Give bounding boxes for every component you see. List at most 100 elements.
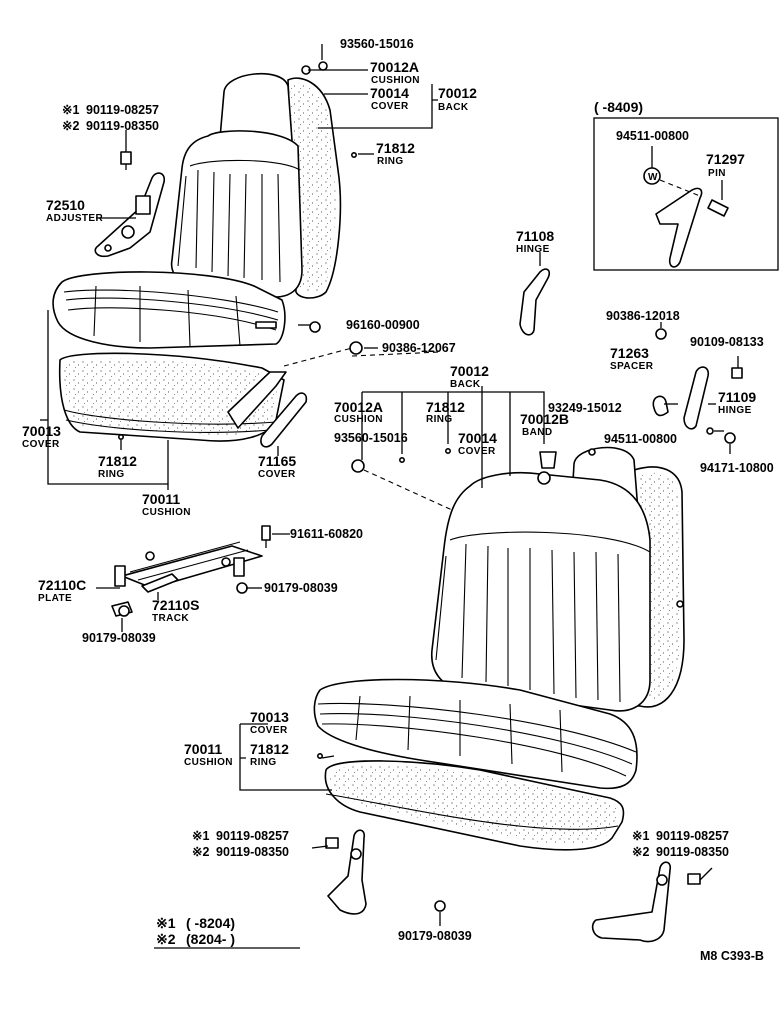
label-71812-c: 71812	[426, 399, 465, 415]
label-72110C: 72110C	[38, 577, 86, 593]
left-seat-base-cushion	[58, 352, 287, 442]
hinge-71109	[683, 366, 710, 430]
footmark-1-b: ※1	[192, 829, 209, 843]
adjuster-72510	[94, 172, 166, 258]
label-70014-a: 70014	[370, 85, 409, 101]
svg-text:COVER: COVER	[250, 725, 288, 736]
label-71108: 71108	[516, 228, 554, 244]
label-star1-a: 90119-08257	[86, 103, 159, 117]
nut-90179-a	[236, 582, 248, 594]
label-71812-a: 71812	[376, 140, 415, 156]
footmark-2-a: ※2	[62, 119, 79, 133]
svg-text:COVER: COVER	[458, 446, 496, 457]
inset-pin	[707, 199, 729, 217]
label-70011-a: 70011	[142, 491, 180, 507]
footmark-2-b: ※2	[192, 845, 209, 859]
bolt-91611	[261, 525, 271, 548]
label-71812-b: 71812	[98, 453, 137, 469]
label-71263: 71263	[610, 345, 649, 361]
ring-71812-d	[316, 752, 323, 759]
svg-text:CUSHION: CUSHION	[184, 757, 233, 768]
nut-90179-c	[434, 900, 446, 912]
seat-track-72110S	[114, 541, 263, 593]
bench-seat-back	[431, 446, 685, 712]
ring-71812-b	[118, 433, 125, 440]
spacer-71263	[652, 395, 669, 417]
nut-90386-a	[349, 341, 363, 355]
bolt-star-left-top	[120, 151, 132, 170]
label-71812-d: 71812	[250, 741, 289, 757]
footmark-1-c: ※1	[632, 829, 649, 843]
label-93560-b: 93560-15016	[334, 431, 408, 445]
label-70012-b: 70012	[450, 363, 489, 379]
svg-text:TRACK: TRACK	[152, 613, 189, 624]
footmark-1-a: ※1	[62, 103, 79, 117]
label-70014-b: 70014	[458, 430, 497, 446]
bolt-star-bench-left	[325, 837, 339, 849]
label-72110S: 72110S	[152, 597, 200, 613]
label-90386-b: 90386-12018	[606, 309, 680, 323]
label-96160: 96160-00900	[346, 318, 420, 332]
nut-90179-b	[118, 605, 130, 617]
left-seat-cushion	[52, 271, 286, 349]
svg-text:RING: RING	[426, 414, 453, 425]
inset-label-94511: 94511-00800	[616, 129, 689, 143]
inset-range: ( -8409)	[594, 99, 643, 115]
svg-text:BAND: BAND	[522, 427, 553, 438]
svg-text:BACK: BACK	[450, 379, 481, 390]
svg-text:PIN: PIN	[708, 168, 726, 179]
label-70012A-a: 70012A	[370, 59, 419, 75]
labels: 93560-15016 70012A CUSHION 70014 COVER 7…	[22, 37, 774, 963]
ring-71812-c	[444, 447, 451, 454]
inset-washer-mark: W	[648, 172, 658, 183]
label-star2-a: 90119-08350	[86, 119, 159, 133]
bench-seat-base	[324, 760, 625, 851]
bench-bracket-right	[591, 861, 672, 943]
footmark-2-c: ※2	[632, 845, 649, 859]
footnote-text-2: (8204- )	[186, 931, 235, 947]
diagram-code: M8 C393-B	[700, 949, 764, 963]
label-90386-a: 90386-12067	[382, 341, 456, 355]
label-70012-a: 70012	[438, 85, 477, 101]
label-90179-b: 90179-08039	[82, 631, 156, 645]
label-70011-b: 70011	[184, 741, 222, 757]
svg-text:HINGE: HINGE	[516, 244, 550, 255]
hinge-71108	[519, 268, 551, 336]
svg-text:BACK: BACK	[438, 102, 469, 113]
side-cover-71165	[260, 392, 308, 448]
label-72510: 72510	[46, 197, 85, 213]
svg-text:COVER: COVER	[371, 101, 409, 112]
svg-text:PLATE: PLATE	[38, 593, 72, 604]
footnote-mark-2: ※2	[156, 931, 176, 947]
ring-71812-a	[350, 152, 357, 159]
label-star2-b: 90119-08350	[216, 845, 289, 859]
band-70012B	[539, 451, 557, 469]
footnote-text-1: ( -8204)	[186, 915, 235, 931]
clip-93249	[588, 448, 596, 456]
label-star1-b: 90119-08257	[216, 829, 289, 843]
leader-lines	[40, 44, 739, 926]
label-94171: 94171-10800	[700, 461, 774, 475]
svg-text:RING: RING	[250, 757, 277, 768]
svg-text:HINGE: HINGE	[718, 405, 752, 416]
inset-box	[593, 117, 779, 271]
label-71109: 71109	[718, 389, 756, 405]
nut-94171	[724, 432, 736, 444]
label-71165: 71165	[258, 453, 296, 469]
inset-label-71297: 71297	[706, 151, 745, 167]
nut-93560-top	[301, 61, 328, 75]
inset-leader-3	[659, 179, 701, 197]
bolt-star-bench-right	[687, 873, 701, 885]
screw-93560-b	[398, 456, 405, 463]
left-seat-back	[170, 72, 342, 299]
label-star2-c: 90119-08350	[656, 845, 729, 859]
svg-text:CUSHION: CUSHION	[371, 75, 420, 86]
svg-text:COVER: COVER	[258, 469, 296, 480]
svg-text:SPACER: SPACER	[610, 361, 654, 372]
label-90179-c: 90179-08039	[398, 929, 472, 943]
svg-text:COVER: COVER	[22, 439, 60, 450]
nut-90386-b	[655, 328, 667, 340]
label-91611: 91611-60820	[290, 527, 363, 541]
